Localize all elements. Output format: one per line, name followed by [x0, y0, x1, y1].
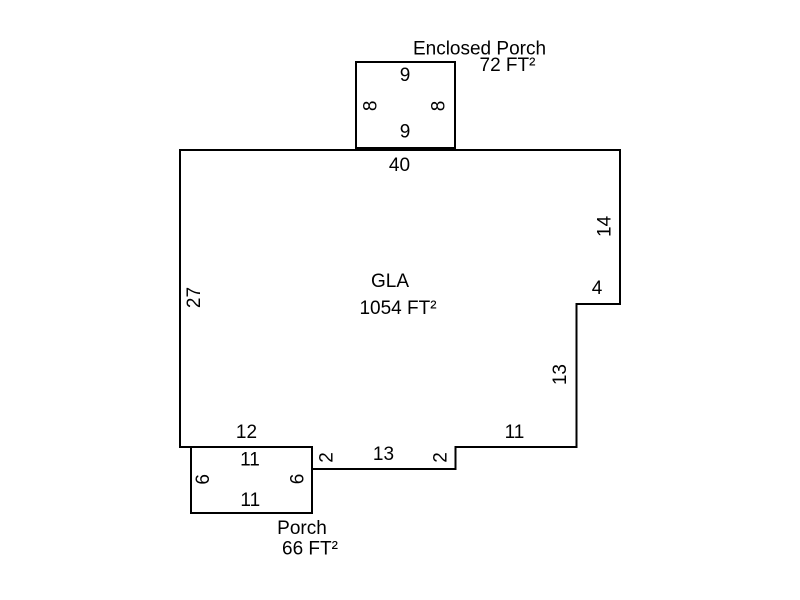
svg-text:9: 9 [400, 65, 411, 86]
svg-text:6: 6 [193, 474, 214, 485]
svg-text:Porch: Porch [277, 518, 327, 539]
svg-text:2: 2 [430, 452, 451, 463]
svg-text:GLA: GLA [371, 271, 409, 292]
svg-text:13: 13 [550, 364, 571, 385]
svg-text:6: 6 [288, 474, 309, 485]
svg-text:8: 8 [360, 101, 381, 112]
svg-text:9: 9 [400, 122, 411, 143]
svg-text:66 FT²: 66 FT² [282, 539, 338, 560]
svg-text:11: 11 [505, 422, 525, 443]
svg-text:72 FT²: 72 FT² [480, 55, 536, 76]
svg-text:40: 40 [389, 155, 410, 176]
svg-text:Enclosed Porch: Enclosed Porch [413, 38, 546, 59]
svg-text:14: 14 [595, 215, 616, 237]
svg-text:8: 8 [428, 101, 449, 112]
svg-text:11: 11 [240, 450, 260, 471]
svg-text:13: 13 [373, 444, 394, 465]
svg-text:27: 27 [184, 287, 205, 308]
svg-text:11: 11 [240, 490, 260, 511]
svg-text:4: 4 [592, 278, 603, 299]
svg-text:1054 FT²: 1054 FT² [359, 298, 436, 319]
svg-text:2: 2 [316, 452, 337, 463]
svg-text:12: 12 [236, 422, 257, 443]
